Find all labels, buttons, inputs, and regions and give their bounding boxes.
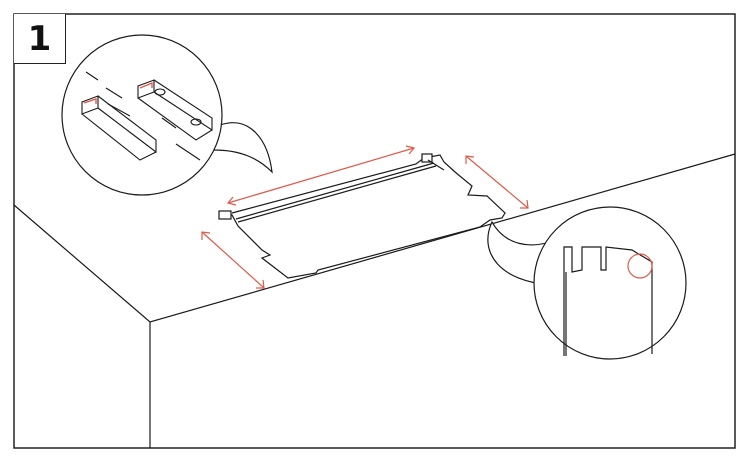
highlight-circle [627, 253, 653, 279]
panel-on-top [218, 153, 506, 279]
panel-notch-detail-callout [487, 206, 687, 360]
dimension-arrow-icon [201, 145, 529, 289]
step-number: 1 [27, 18, 52, 59]
step-number-box: 1 [14, 14, 66, 64]
outer-border [13, 13, 736, 449]
cabinet-outline [13, 153, 736, 448]
rail-slot-detail-callout [61, 34, 273, 196]
